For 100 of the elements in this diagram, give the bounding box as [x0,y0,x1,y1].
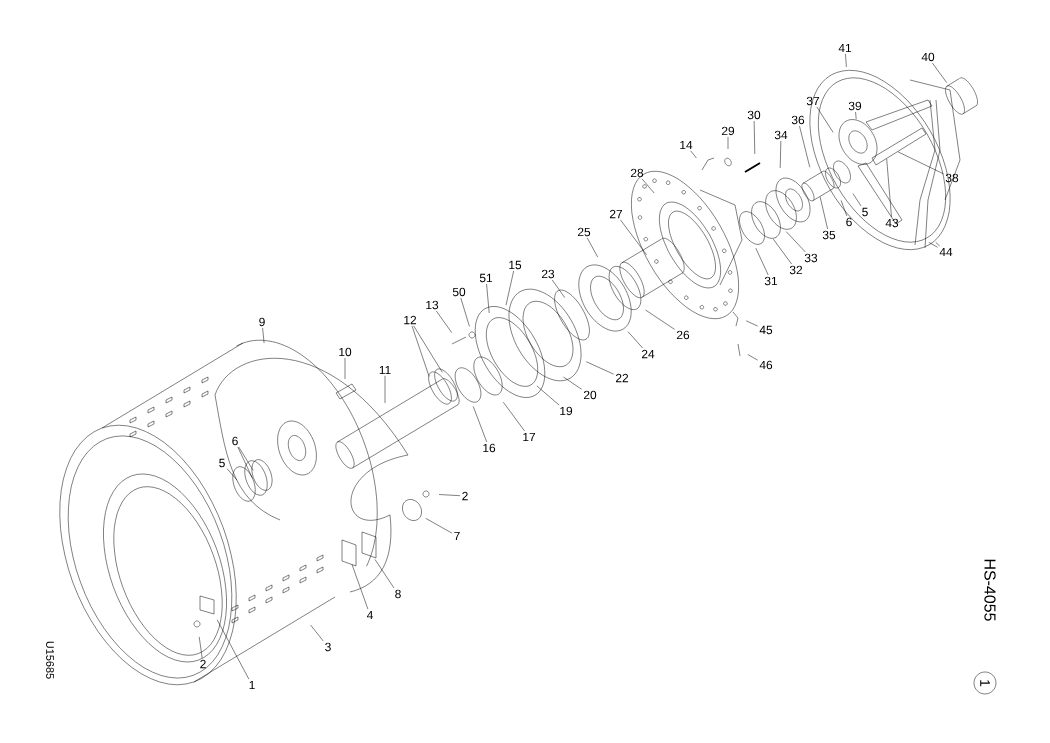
callout-number: 16 [483,443,496,453]
leader-line [413,325,443,373]
callout-number: 37 [806,96,820,106]
leader-line [852,193,862,207]
callout-number: 46 [759,360,773,370]
callout-number: 51 [479,273,493,283]
leader-line [585,361,614,375]
callout-number: 39 [848,101,862,111]
leader-line [374,559,395,589]
leader-line [935,241,941,247]
leader-line [238,446,254,471]
callout-number: 41 [838,43,852,53]
callout-number: 12 [404,315,417,325]
callout-number: 36 [791,115,805,125]
callout-number: 19 [560,406,573,416]
callout-number: 8 [395,589,401,599]
callout-number: 26 [676,330,690,340]
leader-line [503,401,525,432]
callout-number: 24 [641,349,655,359]
leader-line [845,53,847,68]
leader-line [310,624,324,642]
reference-number: U15685 [46,641,54,679]
leader-line [226,468,238,481]
callout-number: 2 [200,659,206,669]
leader-line [799,125,811,168]
callout-number: 17 [523,432,536,442]
leader-line [198,636,203,659]
leader-line [785,231,806,253]
callout-number: 50 [452,287,466,297]
callout-number: 35 [822,230,836,240]
leader-line [384,375,386,404]
callout-number: 2 [462,491,468,501]
leader-line [928,242,938,248]
leader-line [816,106,834,133]
leader-line [819,196,828,230]
leader-line [438,494,461,496]
callout-number: 15 [509,260,522,270]
callout-number: 28 [630,168,644,178]
callout-number: 14 [680,140,693,150]
leader-line [855,111,857,120]
callout-number: 11 [379,365,391,375]
callout-number: 23 [541,269,555,279]
leader-line [773,238,792,265]
callout-number: 31 [764,276,778,286]
leader-line [932,62,947,83]
callout-number: 25 [577,227,591,237]
leader-line [436,310,453,333]
leader-line [237,446,253,479]
leader-line [425,518,453,534]
callout-number: 43 [885,218,899,228]
leader-line [344,357,346,380]
callout-number: 10 [339,347,352,357]
callout-number: 22 [615,373,629,383]
callout-number: 38 [945,173,959,183]
callout-number: 6 [846,217,852,227]
leader-line [486,283,490,314]
leader-line [747,354,758,361]
leader-line [645,309,675,330]
leader-line [472,406,487,443]
leader-line [505,270,514,306]
leader-line [840,200,848,217]
leader-line [620,219,647,256]
leader-line [460,297,470,327]
callout-number: 29 [721,126,735,136]
callout-number: 34 [774,130,788,140]
callout-number: 1 [249,680,255,690]
leader-line [627,331,643,349]
callout-number: 9 [259,317,265,327]
leader-line [536,385,560,406]
callout-number: 45 [759,325,773,335]
leader-line [563,376,582,390]
callout-number: 13 [426,300,439,310]
callout-number: 5 [862,207,868,217]
leader-line [753,120,756,155]
callout-number: 30 [747,110,761,120]
leader-line [351,564,369,610]
leader-line [886,158,892,218]
leader-line [897,151,944,175]
leader-line [727,136,729,150]
callout-number: 5 [219,458,225,468]
leader-line [262,327,265,344]
callout-number: 33 [804,253,818,263]
callout-number: 44 [939,247,953,257]
leader-line [745,320,758,327]
callout-number: 40 [921,52,935,62]
leader-line [641,178,655,194]
callout-number: 4 [366,610,373,620]
leader-line [587,237,598,258]
callout-number: 27 [609,209,623,219]
callout-number: 6 [232,436,238,446]
leader-line [690,150,697,159]
drawing-number: HS-4055 [984,559,996,621]
leader-line [755,247,769,276]
callout-number: 32 [789,265,803,275]
leader-line [779,140,782,169]
leader-line [411,325,430,377]
leader-line [552,279,566,298]
callout-number: 7 [454,531,460,541]
leader-line [216,619,250,680]
callout-number: 3 [325,642,331,652]
